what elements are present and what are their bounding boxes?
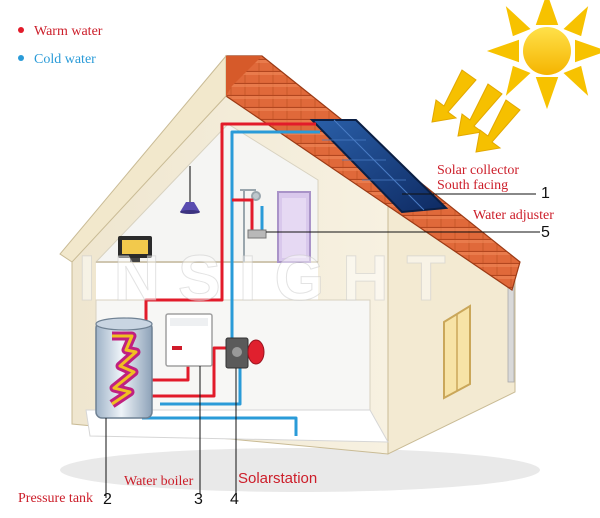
water-boiler-label: Water boiler [124,474,194,489]
pump-icon [225,337,249,369]
solarstation-label: Solarstation [238,470,317,487]
warm-pipe-collector [144,122,316,330]
water-boiler [165,313,213,367]
sun-icon [486,0,600,110]
ceiling-lamp-icon [180,166,200,214]
legend: Warm water Cold water [18,24,103,67]
shower-icon [240,189,261,262]
solar-collector-label-line1: Solar collector [437,163,519,178]
solar-collector-label-line2: South facing [437,178,508,193]
cold-pipe-return [160,360,242,406]
tv-icon [118,236,152,262]
warm-pipe-shower [232,198,254,232]
warm-water-legend-icon [18,27,24,33]
component-number-3: 3 [194,491,203,508]
legend-cold-label: Cold water [34,52,96,67]
legend-warm-label: Warm water [34,24,103,39]
sunray-arrow-icon [431,69,521,153]
solar-panel-icon [309,119,449,214]
cold-pipe-mains [142,416,298,436]
component-number-4: 4 [230,491,239,508]
ground-shadow [60,448,540,492]
cold-water-legend-icon [18,55,24,61]
water-adjuster-valve [247,229,267,239]
watermark-text: INSIGHT [78,242,464,314]
pressure-tank [95,317,153,419]
component-number-2: 2 [103,491,112,508]
component-labels: Solar collector South facing 1 Water adj… [18,163,554,508]
callout-leaders [105,193,540,498]
attic-floor [96,262,318,300]
component-number-1: 1 [541,185,550,202]
expansion-vessel-icon [247,339,265,365]
pressure-tank-label: Pressure tank [18,491,93,506]
component-number-5: 5 [541,224,550,241]
water-adjuster-label: Water adjuster [473,208,554,223]
